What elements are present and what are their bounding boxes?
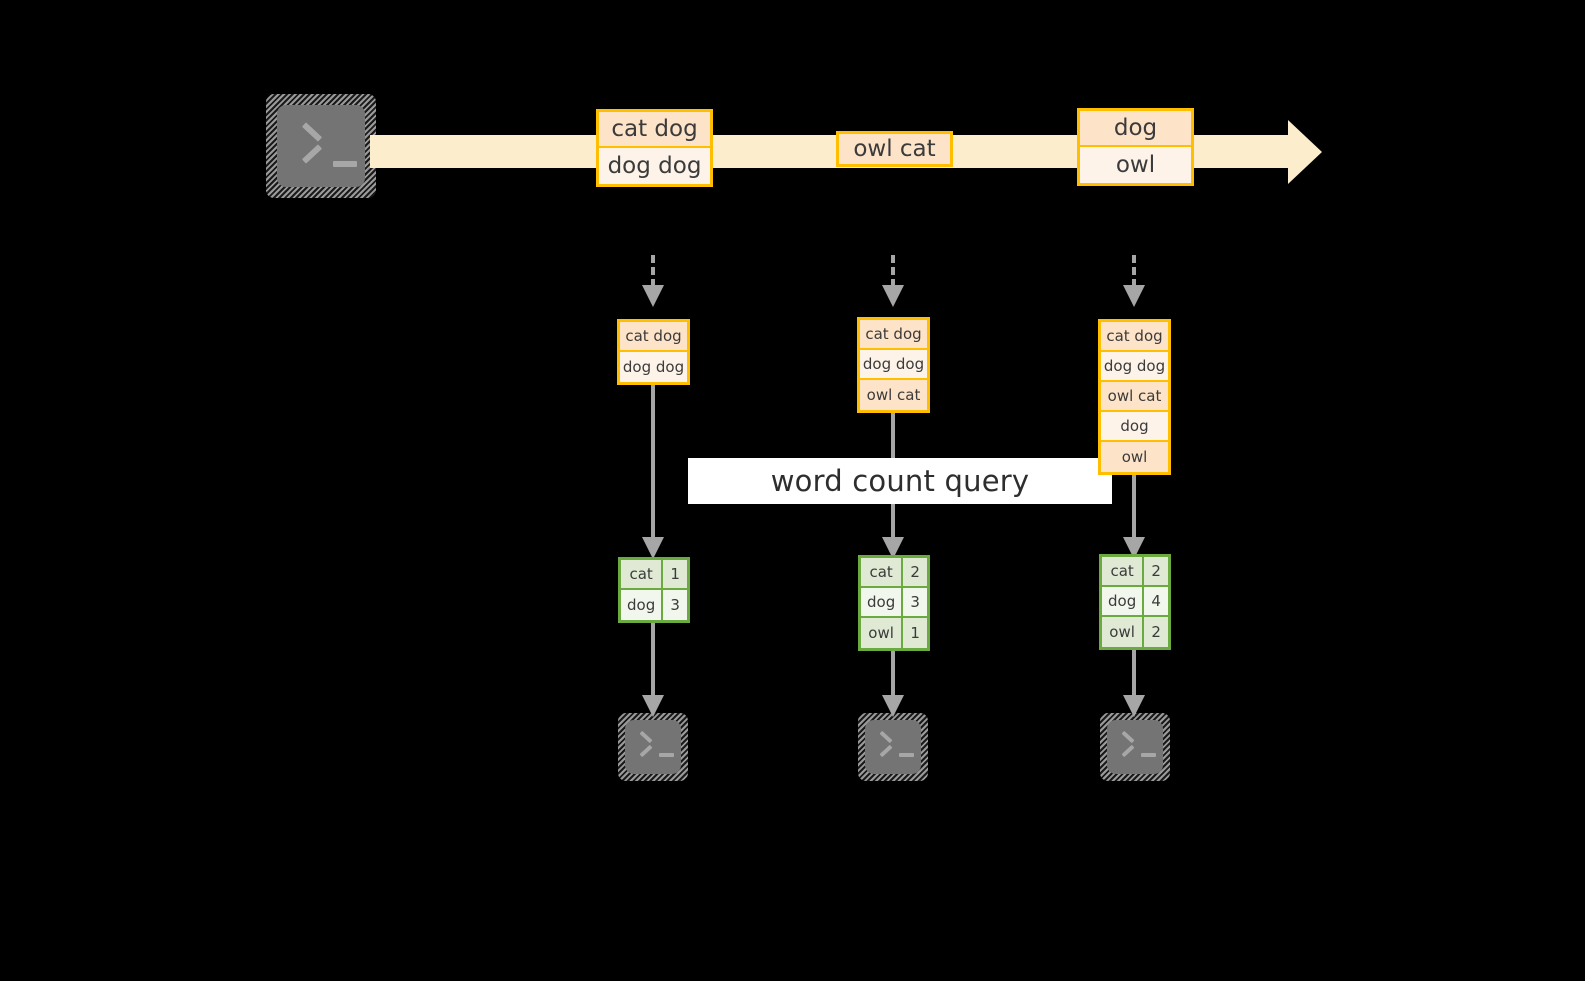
count-value: 3: [663, 590, 687, 620]
log-line: cat dog: [860, 320, 927, 350]
log-line: owl: [1101, 442, 1168, 472]
sink-terminal-icon-3: [1100, 713, 1170, 781]
query-banner-label: word count query: [770, 464, 1030, 498]
count-row: dog 3: [861, 588, 927, 618]
count-word: dog: [861, 588, 904, 616]
prompt-cursor-icon: [659, 753, 674, 757]
sink-terminal-icon-1: [618, 713, 688, 781]
terminal-face: [277, 105, 365, 187]
source-terminal-icon: [266, 94, 376, 198]
log-line: cat dog: [1101, 322, 1168, 352]
log-line: cat dog: [620, 322, 687, 352]
query-banner: word count query: [688, 458, 1112, 504]
stream-batch-line: owl: [1080, 147, 1191, 183]
prompt-cursor-icon: [1141, 753, 1156, 757]
log-line: owl cat: [1101, 382, 1168, 412]
stream-batch-line: owl cat: [839, 134, 950, 164]
count-table-2: cat 2 dog 3 owl 1: [858, 555, 930, 651]
prompt-chevron-icon: [638, 730, 658, 759]
count-row: cat 2: [1102, 557, 1168, 587]
event-stream-arrowhead: [1288, 120, 1322, 184]
count-word: dog: [621, 590, 664, 620]
log-line: owl cat: [860, 380, 927, 410]
stream-batch-3: dog owl: [1077, 108, 1194, 186]
prompt-chevron-icon: [878, 730, 898, 759]
log-line: dog dog: [620, 352, 687, 382]
count-value: 1: [663, 560, 687, 588]
count-word: dog: [1102, 587, 1145, 615]
log-line: dog dog: [860, 350, 927, 380]
terminal-face: [865, 720, 921, 774]
count-row: cat 1: [621, 560, 687, 590]
log-line: dog: [1101, 412, 1168, 442]
log-snapshot-1: cat dog dog dog: [617, 319, 690, 385]
prompt-chevron-icon: [1120, 730, 1140, 759]
prompt-chevron-icon: [299, 122, 329, 167]
terminal-face: [1107, 720, 1163, 774]
count-word: cat: [861, 558, 904, 586]
count-value: 2: [1144, 557, 1168, 585]
count-value: 1: [903, 618, 927, 648]
count-row: dog 3: [621, 590, 687, 620]
count-table-3: cat 2 dog 4 owl 2: [1099, 554, 1171, 650]
log-snapshot-3: cat dog dog dog owl cat dog owl: [1098, 319, 1171, 475]
count-word: cat: [621, 560, 664, 588]
stream-batch-line: cat dog: [599, 112, 710, 148]
terminal-face: [625, 720, 681, 774]
count-value: 2: [903, 558, 927, 586]
prompt-cursor-icon: [333, 161, 357, 167]
count-word: owl: [1102, 617, 1145, 647]
count-row: dog 4: [1102, 587, 1168, 617]
stream-batch-line: dog: [1080, 111, 1191, 147]
count-word: cat: [1102, 557, 1145, 585]
stream-batch-1: cat dog dog dog: [596, 109, 713, 187]
count-table-1: cat 1 dog 3: [618, 557, 690, 623]
stream-batch-2: owl cat: [836, 131, 953, 167]
count-row: cat 2: [861, 558, 927, 588]
count-word: owl: [861, 618, 904, 648]
log-line: dog dog: [1101, 352, 1168, 382]
count-value: 4: [1144, 587, 1168, 615]
count-row: owl 1: [861, 618, 927, 648]
count-value: 3: [903, 588, 927, 616]
stream-batch-line: dog dog: [599, 148, 710, 184]
count-value: 2: [1144, 617, 1168, 647]
prompt-cursor-icon: [899, 753, 914, 757]
sink-terminal-icon-2: [858, 713, 928, 781]
log-snapshot-2: cat dog dog dog owl cat: [857, 317, 930, 413]
count-row: owl 2: [1102, 617, 1168, 647]
